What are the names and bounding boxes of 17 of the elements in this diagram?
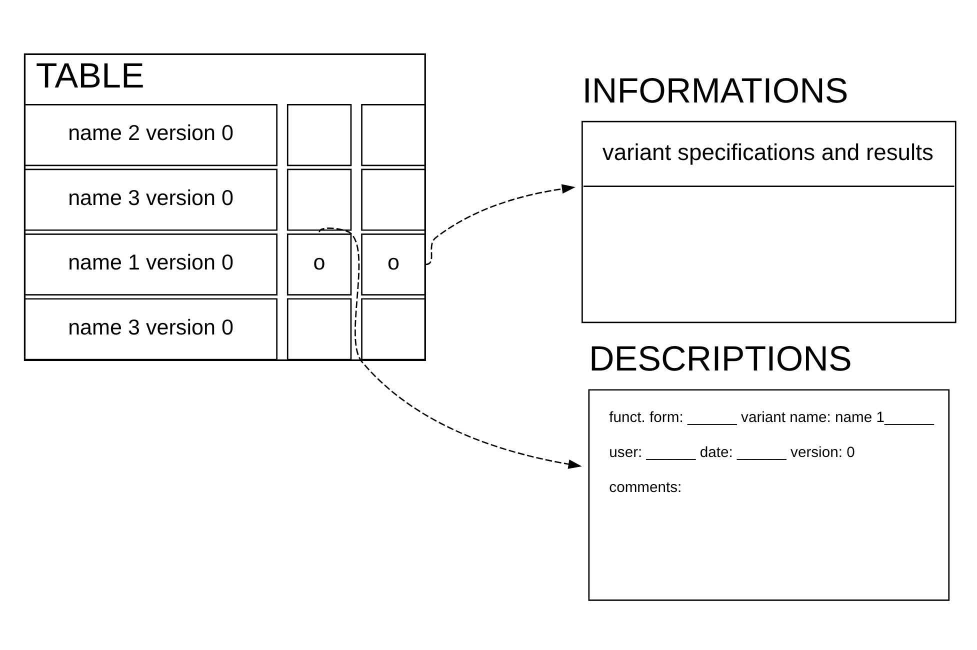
node-box: [361, 298, 426, 360]
node-box: funct. form: ______ variant name: name 1______ user: ______ date: ______ version: 0 comments:: [588, 388, 950, 600]
node-box: name 2 version 0: [24, 104, 278, 166]
arrow: [318, 227, 582, 468]
node-label: DESCRIPTIONS: [588, 339, 852, 378]
node-box: name 1 version 0: [24, 232, 278, 295]
node-box: [361, 168, 426, 230]
arrow: [425, 184, 576, 265]
node-box: [286, 298, 352, 360]
node-label: INFORMATIONS: [582, 70, 848, 110]
node-box: name 3 version 0: [24, 298, 278, 360]
node-box: [286, 104, 352, 166]
node-box: [361, 104, 426, 166]
node-box: o: [361, 232, 426, 295]
node-box: o: [286, 232, 352, 295]
node-box: [286, 168, 352, 230]
node-box: name 3 version 0: [24, 168, 278, 230]
